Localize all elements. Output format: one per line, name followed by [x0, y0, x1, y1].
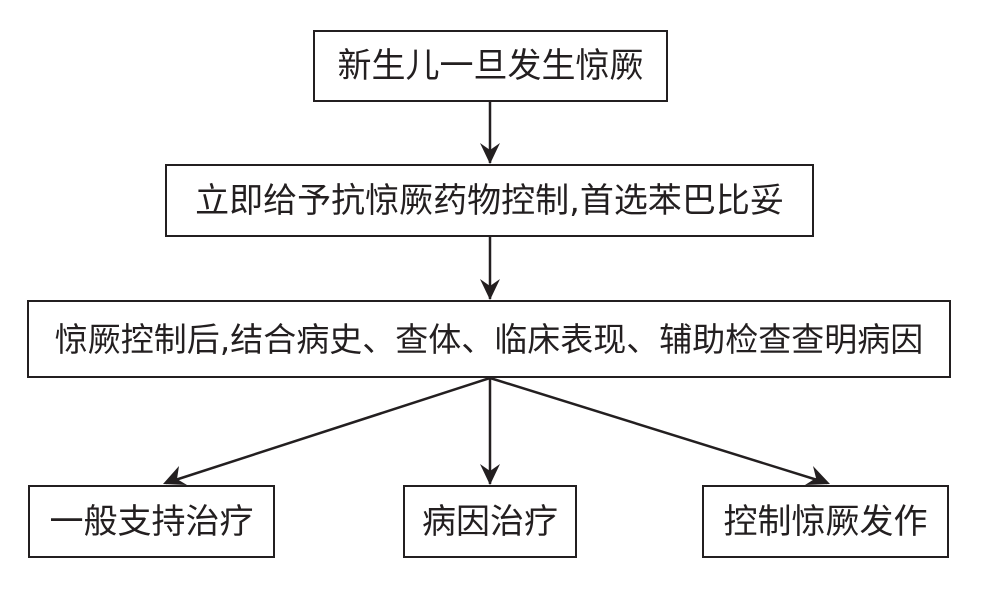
arrow-diagnose-to-seizure	[489, 376, 828, 485]
node-supportive-treatment: 一般支持治疗	[28, 485, 275, 558]
arrow-diagnose-to-support	[165, 376, 491, 485]
arrowhead-control-to-diagnose	[480, 279, 500, 300]
node-seizure-control-label: 控制惊厥发作	[723, 501, 928, 542]
node-seizure-control: 控制惊厥发作	[702, 485, 949, 558]
arrowhead-start-to-control	[480, 143, 500, 164]
arrowhead-diagnose-to-support	[163, 466, 187, 485]
node-etiology-workup-label: 惊厥控制后,结合病史、查体、临床表现、辅助检查查明病因	[54, 319, 924, 359]
node-supportive-treatment-label: 一般支持治疗	[49, 501, 254, 542]
arrowhead-diagnose-to-cause	[480, 464, 500, 485]
node-etiology-workup: 惊厥控制后,结合病史、查体、临床表现、辅助检查查明病因	[27, 300, 951, 378]
node-anticonvulsant-control: 立即给予抗惊厥药物控制,首选苯巴比妥	[165, 164, 814, 237]
node-etiologic-treatment: 病因治疗	[403, 485, 577, 558]
arrowhead-diagnose-to-seizure	[805, 466, 830, 485]
node-anticonvulsant-control-label: 立即给予抗惊厥药物控制,首选苯巴比妥	[195, 180, 784, 221]
node-seizure-onset-label: 新生儿一旦发生惊厥	[337, 46, 644, 86]
node-etiologic-treatment-label: 病因治疗	[422, 501, 558, 542]
node-seizure-onset: 新生儿一旦发生惊厥	[313, 30, 668, 102]
